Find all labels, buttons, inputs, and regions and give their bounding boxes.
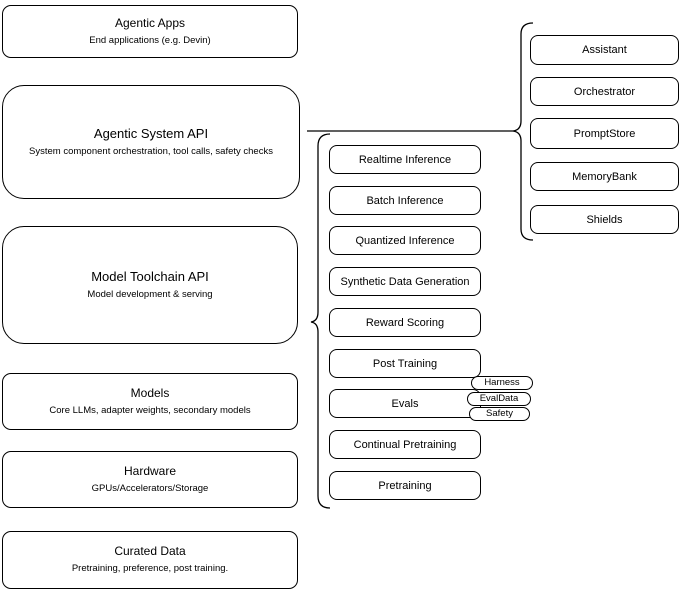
node-label: Evals	[391, 397, 419, 410]
layer-box-agentic-apps: Agentic Apps End applications (e.g. Devi…	[2, 5, 298, 58]
node-label: Orchestrator	[573, 85, 636, 98]
layer-subtitle: Pretraining, preference, post training.	[71, 563, 229, 575]
node-label: Assistant	[582, 44, 627, 56]
node-shields: Shields	[530, 205, 679, 234]
tag-label: EvalData	[479, 393, 519, 405]
node-label: Synthetic Data Generation	[340, 275, 470, 288]
node-label: Pretraining	[378, 479, 432, 492]
tag-evaldata: EvalData	[467, 392, 531, 406]
layer-box-hardware: Hardware GPUs/Accelerators/Storage	[2, 451, 298, 508]
tag-harness: Harness	[471, 376, 533, 390]
node-label: Post Training	[372, 357, 438, 370]
node-memorybank: MemoryBank	[530, 162, 679, 191]
node-continual-pretraining: Continual Pretraining	[329, 430, 481, 459]
node-label: Batch Inference	[366, 194, 444, 207]
node-label: Continual Pretraining	[353, 438, 457, 451]
node-promptstore: PromptStore	[530, 118, 679, 149]
layer-title: Hardware	[123, 463, 177, 478]
node-assistant: Assistant	[530, 35, 679, 65]
node-realtime-inference: Realtime Inference	[329, 145, 481, 174]
node-evals: Evals	[329, 389, 481, 418]
node-label: PromptStore	[573, 127, 636, 140]
node-quantized-inference: Quantized Inference	[329, 226, 481, 255]
tag-label: Harness	[484, 377, 520, 389]
node-orchestrator: Orchestrator	[530, 77, 679, 106]
layer-title: Models	[130, 385, 170, 400]
node-label: MemoryBank	[572, 170, 637, 183]
node-label: Reward Scoring	[365, 316, 445, 329]
layer-subtitle: Model development & serving	[87, 288, 213, 300]
layer-box-agentic-system-api: Agentic System API System component orch…	[2, 85, 300, 199]
node-batch-inference: Batch Inference	[329, 186, 481, 215]
layer-box-model-toolchain-api: Model Toolchain API Model development & …	[2, 226, 298, 344]
tag-safety: Safety	[469, 407, 530, 421]
node-label: Shields	[586, 213, 623, 226]
node-post-training: Post Training	[329, 349, 481, 378]
layer-title: Model Toolchain API	[91, 268, 209, 284]
node-label: Quantized Inference	[355, 234, 455, 247]
toolchain-components-brace	[310, 133, 331, 509]
node-synthetic-data-generation: Synthetic Data Generation	[329, 267, 481, 296]
node-label: Realtime Inference	[358, 153, 452, 166]
layer-title: Agentic Apps	[114, 15, 186, 30]
layer-title: Agentic System API	[93, 125, 209, 141]
layer-title: Curated Data	[114, 544, 186, 559]
layer-subtitle: GPUs/Accelerators/Storage	[91, 482, 209, 494]
layer-box-curated-data: Curated Data Pretraining, preference, po…	[2, 531, 298, 589]
layer-subtitle: End applications (e.g. Devin)	[89, 34, 211, 46]
tag-label: Safety	[486, 408, 513, 420]
node-pretraining: Pretraining	[329, 471, 481, 500]
layer-subtitle: System component orchestration, tool cal…	[29, 145, 273, 157]
layer-subtitle: Core LLMs, adapter weights, secondary mo…	[49, 404, 251, 416]
layer-box-models: Models Core LLMs, adapter weights, secon…	[2, 373, 298, 430]
node-reward-scoring: Reward Scoring	[329, 308, 481, 337]
